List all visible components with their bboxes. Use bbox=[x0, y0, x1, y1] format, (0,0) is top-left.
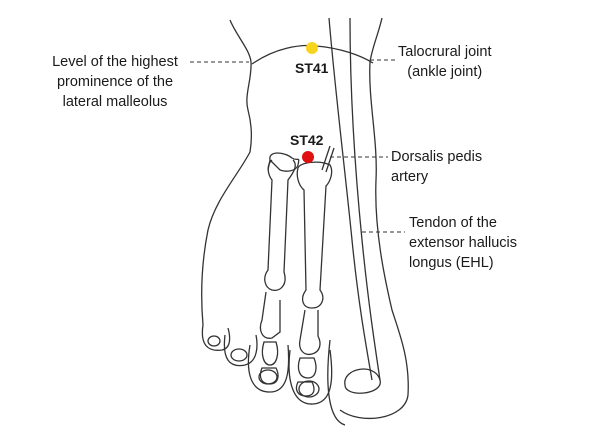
artery-label: Dorsalis pedis artery bbox=[391, 147, 482, 187]
toenail-1 bbox=[344, 368, 381, 394]
label-line: extensor hallucis bbox=[409, 235, 517, 251]
malleolus-label: Level of the highest prominence of the l… bbox=[40, 52, 190, 112]
label-line: Talocrural joint bbox=[398, 44, 492, 60]
st41-point bbox=[306, 42, 318, 54]
toe-4 bbox=[223, 334, 258, 367]
phalanx bbox=[295, 381, 315, 397]
phalanx bbox=[259, 291, 281, 339]
toe-1 bbox=[327, 339, 346, 426]
phalanx bbox=[298, 309, 321, 356]
foot-outline-lateral bbox=[200, 19, 252, 326]
foot-outline-medial bbox=[339, 17, 409, 420]
toe-3 bbox=[247, 344, 290, 393]
label-line: longus (EHL) bbox=[409, 255, 494, 271]
st42-label: ST42 bbox=[290, 132, 324, 148]
label-line: (ankle joint) bbox=[407, 64, 483, 80]
toenail-2 bbox=[298, 380, 320, 398]
label-line: lateral malleolus bbox=[62, 94, 168, 110]
talocrural-label: Talocrural joint (ankle joint) bbox=[398, 42, 492, 82]
label-line: artery bbox=[391, 169, 429, 185]
label-line: prominence of the bbox=[56, 74, 174, 90]
phalanx bbox=[261, 341, 279, 366]
metatarsal-2 bbox=[296, 161, 333, 309]
toenail-3 bbox=[258, 369, 278, 385]
label-line: Level of the highest bbox=[52, 54, 178, 70]
metatarsal-3 bbox=[264, 159, 296, 291]
tendon-label: Tendon of the extensor hallucis longus (… bbox=[409, 213, 517, 273]
toenail-5 bbox=[207, 335, 221, 347]
toe-5 bbox=[201, 324, 231, 351]
artery-line bbox=[321, 145, 335, 173]
toenail-4 bbox=[230, 348, 248, 362]
toe-2 bbox=[288, 349, 333, 405]
tendon-line bbox=[328, 17, 373, 381]
label-line: Tendon of the bbox=[409, 215, 497, 231]
phalanx bbox=[297, 357, 317, 379]
phalanx bbox=[259, 367, 279, 385]
label-line: Dorsalis pedis bbox=[391, 149, 483, 165]
st42-point bbox=[302, 151, 314, 163]
st41-label: ST41 bbox=[295, 60, 329, 76]
tendon-line bbox=[349, 17, 381, 381]
